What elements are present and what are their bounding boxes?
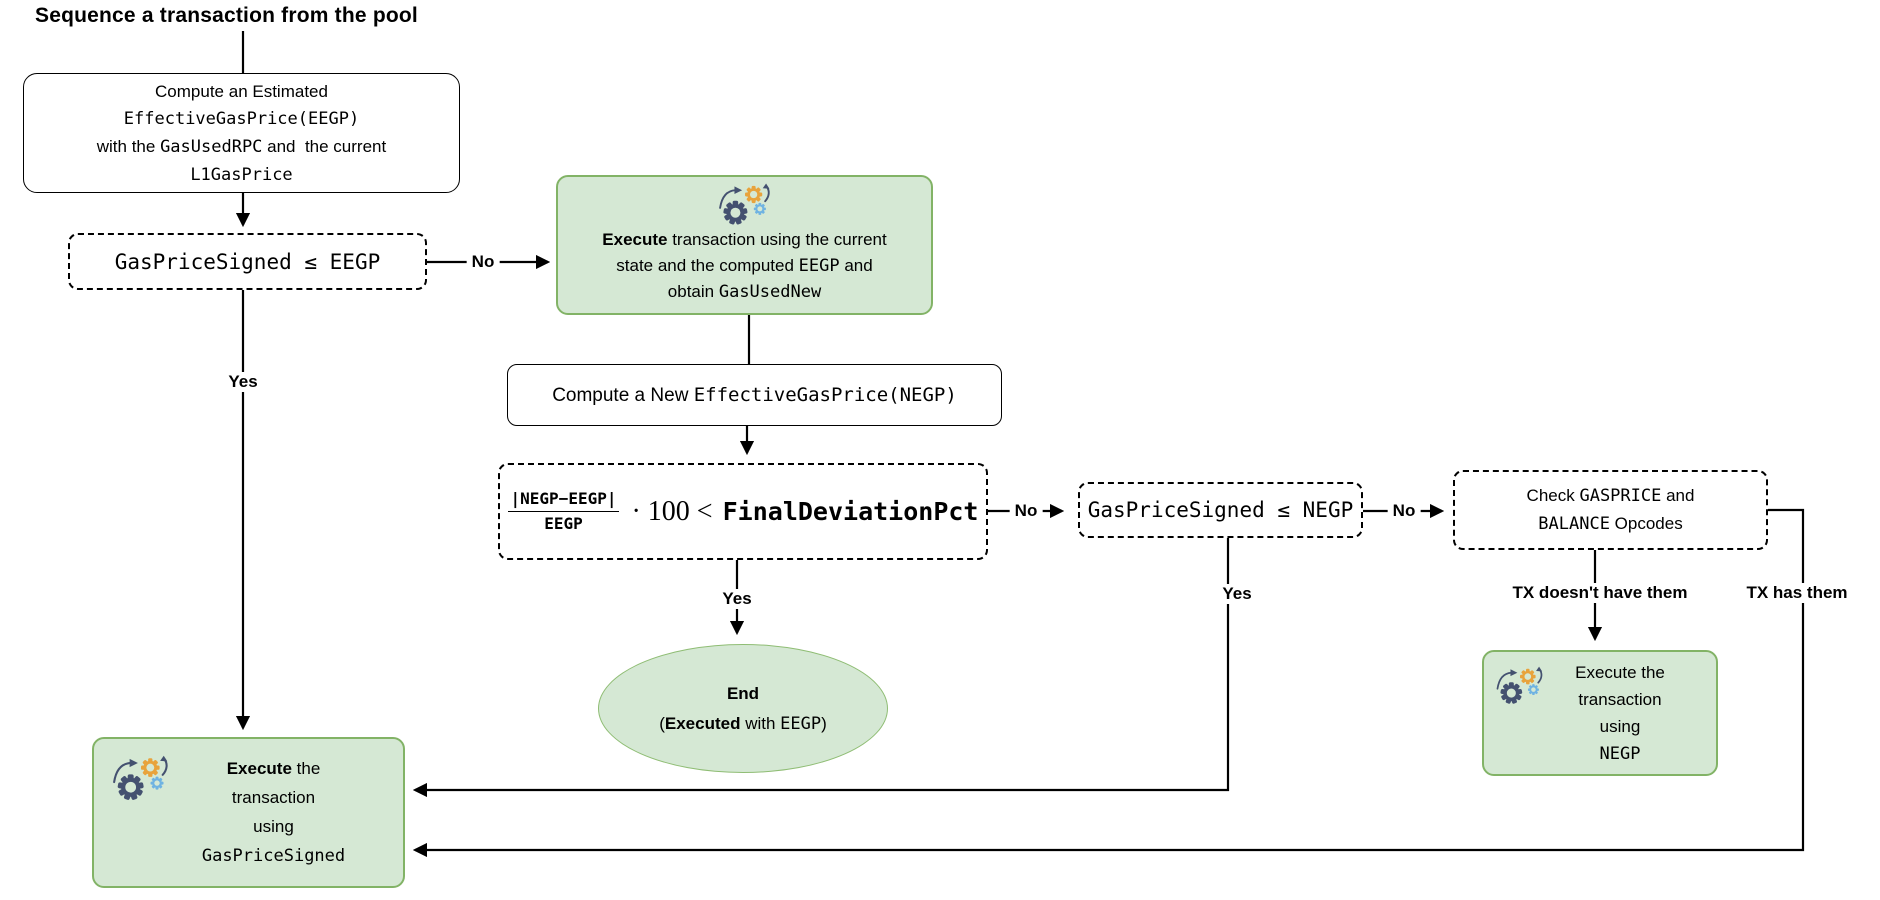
text-run: Execute the — [1575, 662, 1665, 682]
text-run: EEGP — [798, 256, 840, 276]
text-run: Execute — [226, 759, 292, 778]
diagram-title: Sequence a transaction from the pool — [35, 4, 418, 27]
edge-tx-has-them-to-execute-gps — [412, 508, 1805, 858]
decision-eegp-text: GasPriceSigned ≤ EEGP — [115, 250, 381, 274]
text-run: transaction — [231, 788, 316, 807]
text-run: transaction using the current — [667, 230, 887, 249]
text-run: and — [839, 256, 873, 275]
text-run: Opcodes — [1609, 514, 1683, 533]
text-run: Execute — [602, 230, 668, 249]
node-execute-current-state: Execute transaction using the current sta… — [556, 175, 933, 315]
text-run: GasPriceSigned — [201, 846, 346, 866]
text-run: GasPriceSigned ≤ NEGP — [1087, 498, 1354, 522]
text-run: with the — [96, 136, 161, 156]
text-run: GasUsedNew — [718, 282, 822, 302]
text-run: Executed — [664, 713, 741, 733]
text-run: Compute an Estimated — [155, 81, 328, 101]
edge-label-tx-has-them: TX has them — [1741, 583, 1853, 603]
formula-fraction: |NEGP−EEGP| EEGP — [507, 489, 620, 534]
edge-label-yes: Yes — [717, 589, 757, 609]
text-run: the — [291, 759, 321, 778]
node-decision-gaspricesigned-eegp: GasPriceSigned ≤ EEGP — [68, 233, 427, 290]
text-run: GasUsedRPC — [160, 136, 263, 157]
text-run: EffectiveGasPrice(NEGP) — [693, 383, 957, 406]
text-run: GASPRICE — [1579, 486, 1662, 506]
text-run: EEGP — [780, 713, 822, 734]
edge-decision-negp-yes-to-execute-gps — [412, 538, 1230, 798]
node-decision-gaspricesigned-negp: GasPriceSigned ≤ NEGP — [1078, 482, 1363, 538]
gears-icon — [113, 755, 168, 800]
node-formula-deviation: |NEGP−EEGP| EEGP · 100 < FinalDeviationP… — [498, 463, 988, 560]
text-run: and — [1661, 486, 1695, 505]
formula-operator: · 100 < — [631, 495, 713, 527]
formula-numerator: |NEGP−EEGP| — [507, 489, 620, 512]
text-run: Compute a New — [552, 384, 694, 406]
text-run: and the current — [262, 136, 387, 156]
decision-negp-text: GasPriceSigned ≤ NEGP — [1088, 498, 1354, 522]
gears-icon — [1496, 666, 1543, 704]
edge-label-no: No — [1009, 501, 1043, 521]
text-run: ) — [821, 713, 827, 733]
end-text: End (Executed with EEGP) — [659, 679, 827, 739]
text-run: obtain — [667, 282, 719, 301]
text-run: state and the computed — [616, 256, 799, 275]
edge-label-yes: Yes — [223, 372, 263, 392]
text-run: EffectiveGasPrice(EEGP) — [123, 108, 360, 129]
compute-negp-text: Compute a New EffectiveGasPrice(NEGP) — [552, 384, 957, 407]
text-run: GasPriceSigned ≤ EEGP — [114, 249, 381, 274]
formula-threshold: FinalDeviationPct — [722, 497, 979, 526]
text-run: NEGP — [1599, 743, 1641, 764]
edge-label-no: No — [466, 252, 500, 272]
node-end: End (Executed with EEGP) — [598, 644, 888, 773]
text-run: using — [253, 817, 294, 836]
node-compute-negp: Compute a New EffectiveGasPrice(NEGP) — [507, 364, 1002, 426]
edge-label-yes: Yes — [1217, 584, 1257, 604]
edge-label-tx-doesnt-have-them: TX doesn't have them — [1507, 583, 1693, 603]
text-run: ( — [659, 713, 665, 733]
text-run: End — [726, 683, 760, 703]
text-run: L1GasPrice — [190, 164, 293, 185]
text-run: using — [1599, 716, 1641, 736]
text-run: transaction — [1578, 689, 1662, 709]
gears-icon — [718, 183, 770, 225]
text-run: with — [740, 713, 781, 733]
execute-current-text: Execute transaction using the current sta… — [602, 227, 886, 305]
text-run: Check — [1526, 486, 1580, 505]
text-run: BALANCE — [1538, 514, 1610, 534]
edge-label-no: No — [1387, 501, 1421, 521]
formula-denominator: EEGP — [544, 514, 583, 533]
